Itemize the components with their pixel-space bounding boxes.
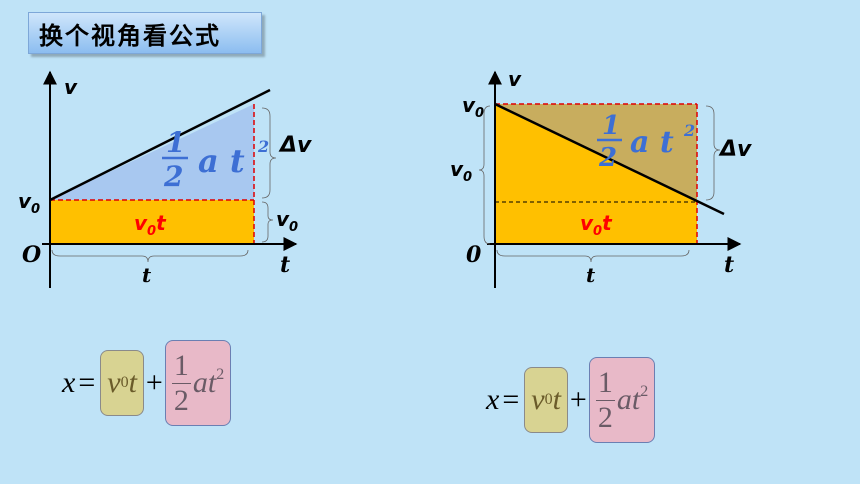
right-tri-exp: 2 [683, 121, 695, 140]
formula-left-exp: 2 [216, 366, 225, 383]
formula-right-at: at [616, 383, 641, 416]
formula-left-t: t [128, 366, 137, 399]
right-axis-t-label: t [724, 252, 734, 278]
formula-left-num: 1 [171, 348, 191, 384]
left-velocity-line [49, 88, 271, 202]
formula-left-at: at [192, 366, 217, 399]
left-brace-dv [261, 107, 277, 199]
formula-right-v: v [531, 383, 545, 416]
formula-right-plus: + [569, 383, 587, 416]
right-brace-t-label: t [586, 263, 596, 287]
left-delta-v: Δv [278, 133, 312, 158]
left-triangle [50, 104, 254, 200]
right-brace-dv [705, 105, 721, 201]
right-tri-num: 1 [602, 111, 620, 141]
right-rect-label: v0t [580, 211, 613, 239]
right-v0-top-label: v0 [462, 93, 484, 121]
right-brace-t [496, 249, 690, 263]
formula-left-frac: 1 2 [171, 348, 191, 418]
left-v0-label: v0 [18, 189, 40, 217]
formula-right-num: 1 [595, 365, 615, 401]
left-v0t-rect [50, 200, 254, 244]
right-delta-v: Δv [718, 137, 752, 162]
right-v0-side-label: v0 [450, 157, 472, 185]
formula-right-eq: = [502, 383, 520, 416]
formula-left-lhs: x [62, 366, 76, 399]
formula-left-den: 2 [173, 383, 189, 417]
left-tri-num: 1 [166, 126, 185, 159]
left-brace-v0-label: v0 [276, 207, 298, 235]
right-brace-v0 [478, 105, 491, 245]
left-origin-label: O [22, 242, 41, 268]
formula-left-v: v [107, 366, 121, 399]
left-brace-v0 [261, 201, 274, 243]
diagram-right: v t 0 v0 v0 v0t 1 2 a t 2 Δv t [450, 67, 752, 288]
right-velocity-line [494, 102, 725, 216]
left-tri-exp: 2 [257, 137, 269, 156]
formula-right-t: t [552, 383, 561, 416]
left-axis-v-label: v [64, 75, 78, 99]
right-tri-rest: a t [630, 125, 674, 160]
diagram-left: v t O v0 v0t 1 2 a t 2 Δv v0 t [18, 70, 312, 288]
title-text: 换个视角看公式 [39, 21, 221, 50]
formula-left-eq: = [78, 366, 96, 399]
formula-right-exp: 2 [640, 383, 649, 400]
right-axis-v-label: v [508, 67, 522, 91]
left-brace-t [51, 249, 249, 263]
left-brace-t-label: t [142, 263, 152, 287]
formula-right-den: 2 [597, 400, 613, 434]
formula-right-sub: 0 [544, 391, 553, 408]
left-tri-rest: a t [198, 142, 245, 180]
title-box: 换个视角看公式 [28, 12, 262, 54]
formula-right-frac: 1 2 [595, 365, 615, 435]
left-tri-den: 2 [163, 160, 183, 193]
right-tri-den: 2 [598, 143, 617, 173]
right-origin-label: 0 [466, 242, 482, 268]
left-axis-t-label: t [280, 252, 290, 278]
formula-left-plus: + [145, 366, 163, 399]
left-rect-label: v0t [134, 211, 167, 239]
formula-left-sub: 0 [120, 374, 129, 391]
formula-right-lhs: x [486, 383, 500, 416]
